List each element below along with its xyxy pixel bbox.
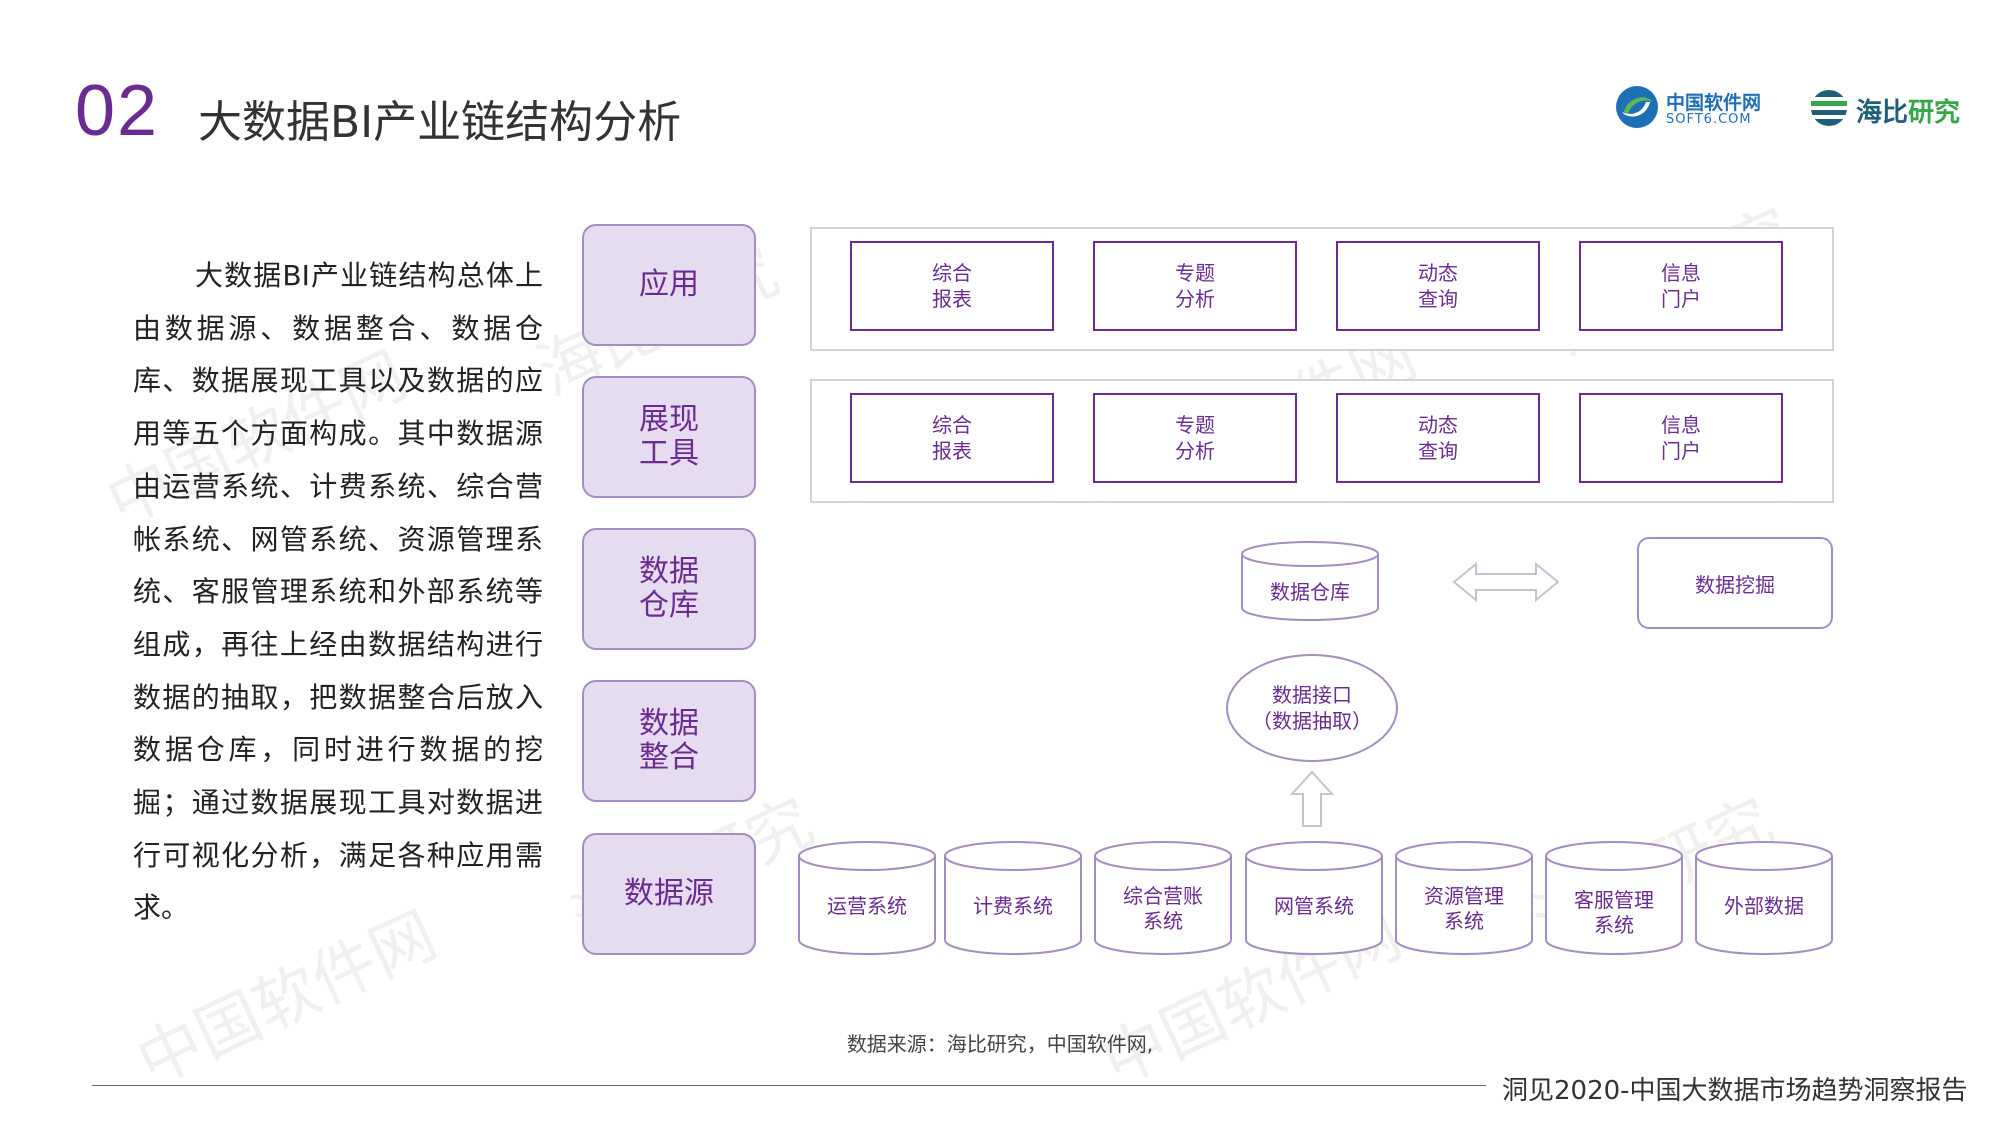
data-mining-box: 数据挖掘 bbox=[1637, 537, 1833, 629]
source-label: 客服管理 系统 bbox=[1574, 888, 1654, 937]
haibi-logo: 海比研究 bbox=[1806, 84, 1976, 132]
cylinder-shape bbox=[1395, 841, 1533, 955]
footer-report-title: 洞见2020-中国大数据市场趋势洞察报告 bbox=[1502, 1076, 1968, 1106]
data-interface-ellipse: 数据接口 （数据抽取） bbox=[1226, 654, 1398, 762]
app-box-analysis: 专题 分析 bbox=[1093, 241, 1297, 331]
source-label: 综合营账 系统 bbox=[1123, 884, 1203, 933]
source-cylinder-resource: 资源管理 系统 bbox=[1394, 840, 1534, 958]
soft6-logo-icon bbox=[1616, 86, 1658, 128]
layer-label-presentation: 展现 工具 bbox=[582, 376, 756, 498]
source-label: 资源管理 系统 bbox=[1424, 884, 1504, 933]
cylinder-shape bbox=[1245, 841, 1383, 955]
app-box-query: 动态 查询 bbox=[1336, 241, 1540, 331]
pres-box-report: 综合 报表 bbox=[850, 393, 1054, 483]
double-arrow-icon bbox=[1452, 561, 1560, 603]
source-cylinder-network: 网管系统 bbox=[1244, 840, 1384, 958]
layer-label-application: 应用 bbox=[582, 224, 756, 346]
soft6-logo-cn: 中国软件网 bbox=[1666, 92, 1762, 114]
app-box-report: 综合 报表 bbox=[850, 241, 1054, 331]
description-paragraph: 大数据BI产业链结构总体上由数据源、数据整合、数据仓库、数据展现工具以及数据的应… bbox=[133, 259, 543, 925]
section-number: 02 bbox=[75, 71, 160, 151]
source-label: 运营系统 bbox=[827, 894, 907, 918]
haibi-logo-text: 海比研究 bbox=[1856, 92, 1960, 129]
app-box-portal: 信息 门户 bbox=[1579, 241, 1783, 331]
cylinder-shape bbox=[798, 841, 936, 955]
layer-label-integration: 数据 整合 bbox=[582, 680, 756, 802]
source-label: 外部数据 bbox=[1724, 894, 1804, 918]
soft6-logo: 中国软件网 SOFT6.COM bbox=[1614, 82, 1764, 134]
source-cylinder-billing: 计费系统 bbox=[943, 840, 1083, 958]
cylinder-shape bbox=[944, 841, 1082, 955]
haibi-logo-part2: 研究 bbox=[1908, 98, 1961, 128]
footer-divider bbox=[92, 1085, 1486, 1086]
source-cylinder-ops: 运营系统 bbox=[797, 840, 937, 958]
pres-box-analysis: 专题 分析 bbox=[1093, 393, 1297, 483]
source-cylinder-service: 客服管理 系统 bbox=[1544, 840, 1684, 958]
soft6-logo-en: SOFT6.COM bbox=[1666, 112, 1752, 127]
data-source-note: 数据来源：海比研究，中国软件网, bbox=[846, 1032, 1154, 1056]
source-cylinder-accounts: 综合营账 系统 bbox=[1093, 840, 1233, 958]
haibi-logo-icon bbox=[1807, 90, 1851, 126]
warehouse-cylinder: 数据仓库 bbox=[1240, 540, 1380, 622]
cylinder-shape bbox=[1094, 841, 1232, 955]
pres-box-query: 动态 查询 bbox=[1336, 393, 1540, 483]
cylinder-shape bbox=[1695, 841, 1833, 955]
source-cylinder-external: 外部数据 bbox=[1694, 840, 1834, 958]
page-title: 大数据BI产业链结构分析 bbox=[198, 97, 682, 148]
up-arrow-icon bbox=[1290, 770, 1334, 827]
cylinder-shape bbox=[1545, 841, 1683, 955]
layer-label-source: 数据源 bbox=[582, 833, 756, 955]
layer-label-warehouse: 数据 仓库 bbox=[582, 528, 756, 650]
warehouse-label: 数据仓库 bbox=[1270, 580, 1350, 604]
source-label: 计费系统 bbox=[973, 894, 1053, 918]
source-label: 网管系统 bbox=[1274, 894, 1354, 918]
haibi-logo-part1: 海比 bbox=[1856, 98, 1909, 128]
pres-box-portal: 信息 门户 bbox=[1579, 393, 1783, 483]
cylinder-shape bbox=[1241, 541, 1379, 621]
